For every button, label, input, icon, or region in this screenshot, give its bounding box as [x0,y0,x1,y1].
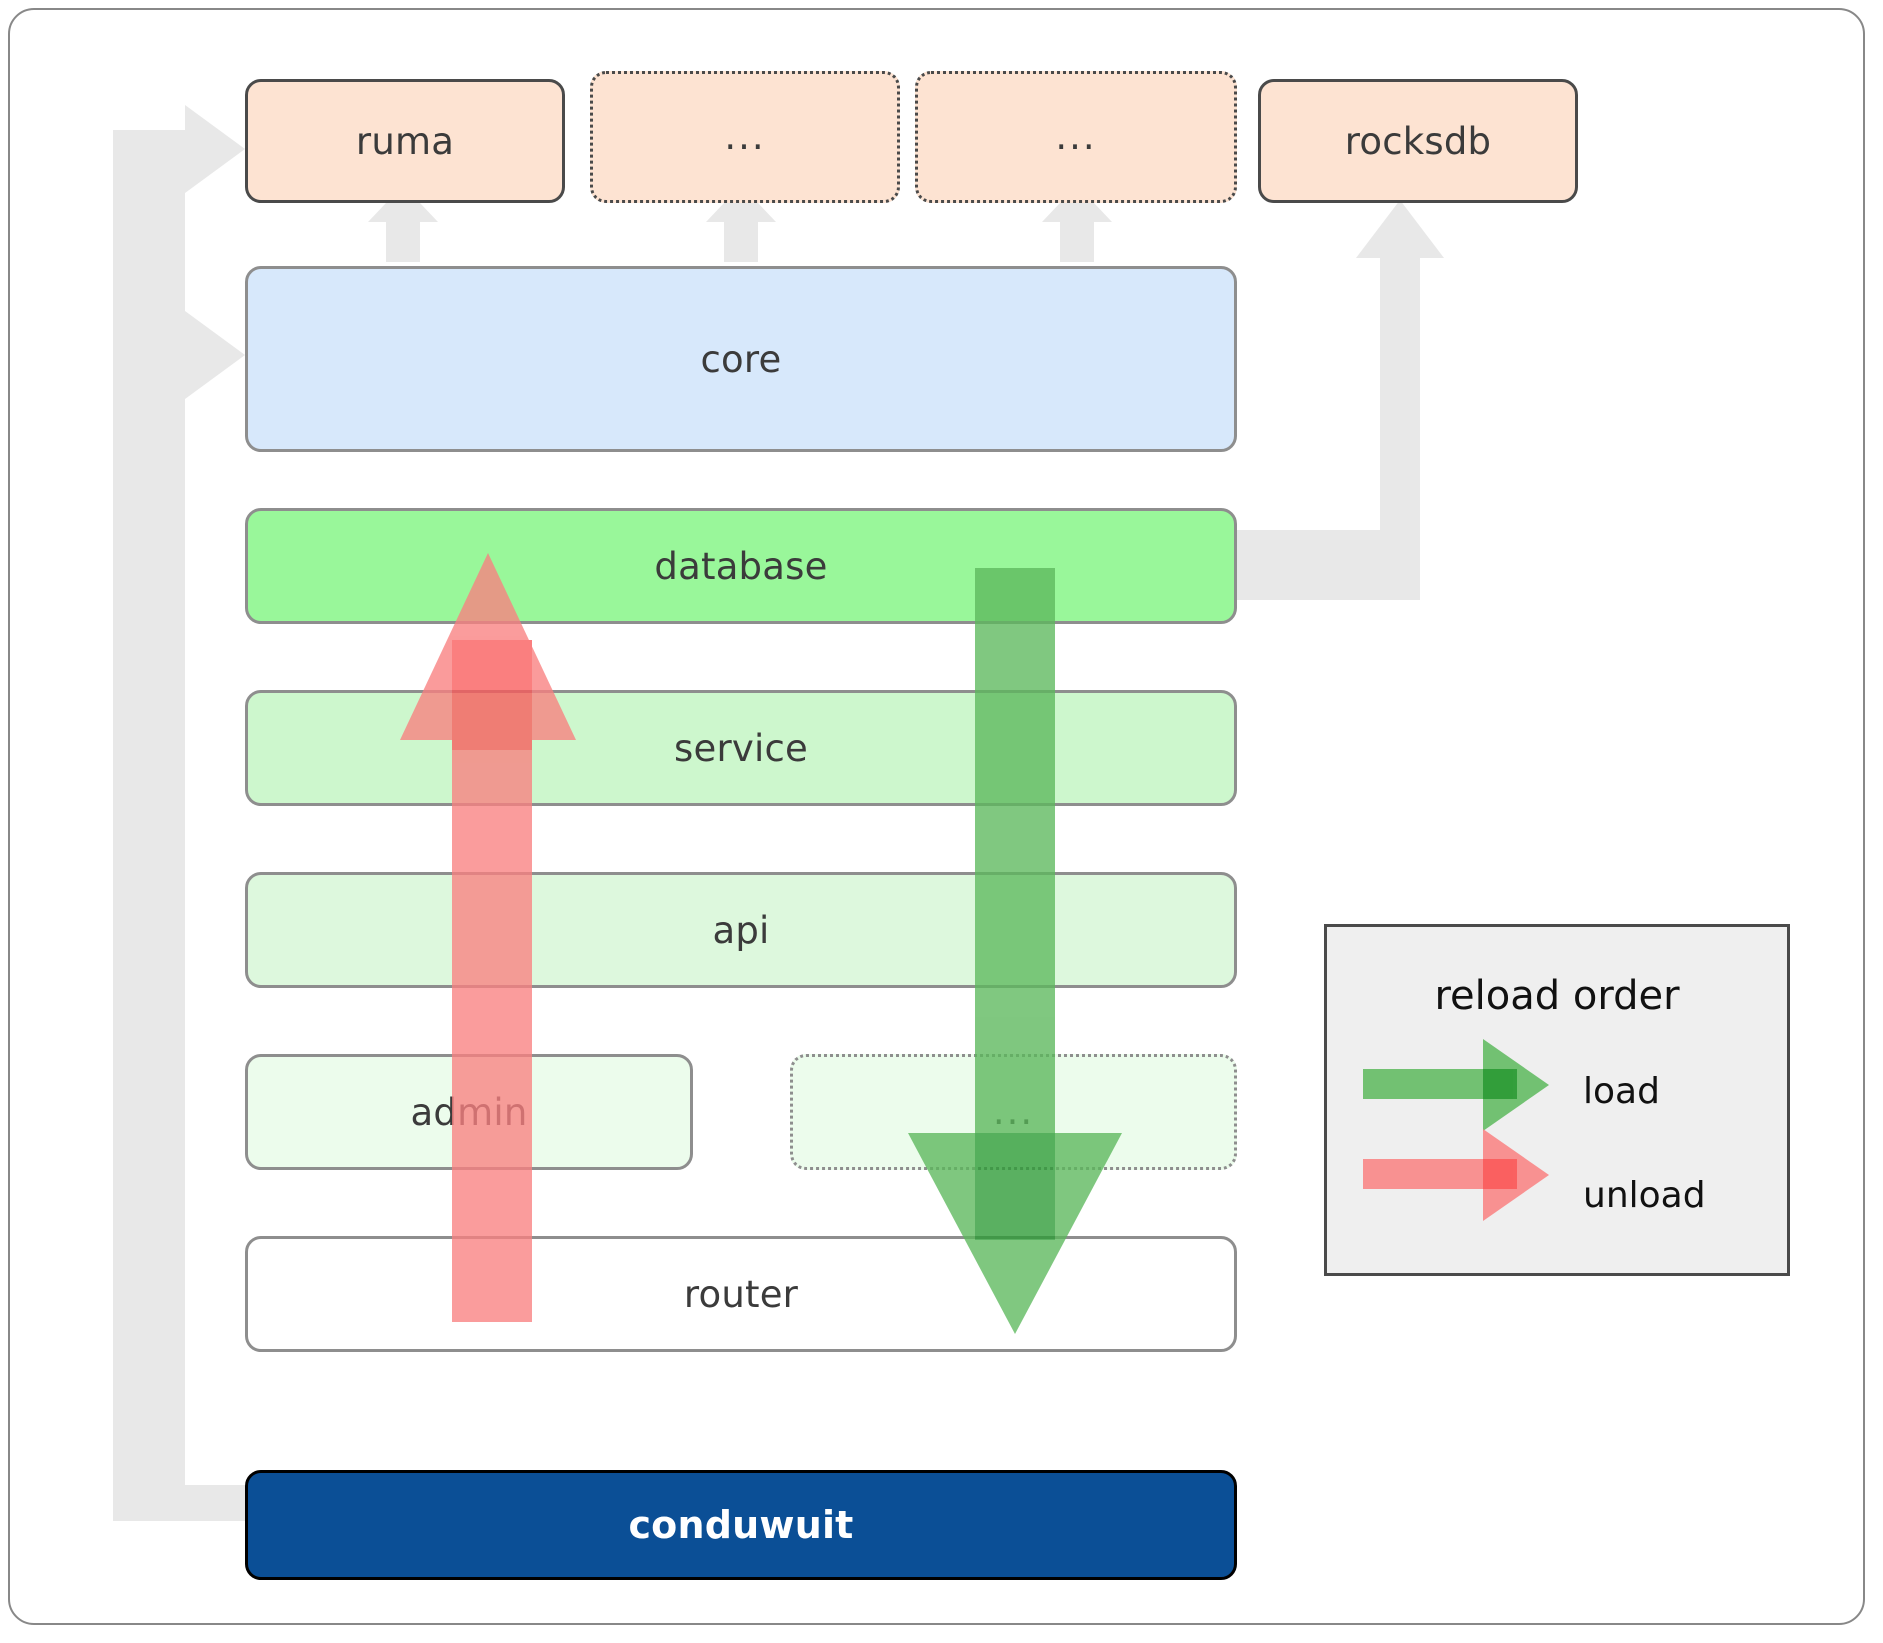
connector-conduwuit-to-ruma-and-core [113,130,185,1521]
root-box-conduwuit[interactable]: conduwuit [245,1470,1237,1580]
dependency-box-rocksdb[interactable]: rocksdb [1258,79,1578,203]
layer-label-database: database [654,544,828,588]
connector-rocksdb-vertical [1382,230,1418,566]
legend-panel: reload order load unload [1324,924,1790,1276]
layer-label-service: service [674,726,808,770]
dependency-box-ellipsis-2[interactable]: ... [915,71,1237,203]
core-box[interactable]: core [245,266,1237,452]
layer-box-api[interactable]: api [245,872,1237,988]
load-arrow-shaft [975,568,1055,1240]
layer-label-router: router [683,1272,799,1316]
legend-label-unload: unload [1583,1175,1706,1216]
dependency-label-ruma: ruma [355,119,455,163]
legend-label-load: load [1583,1071,1660,1112]
connector-core-to-ruma-up [368,185,438,262]
legend-swatch-load [1363,1039,1549,1131]
core-label: core [700,337,782,381]
connector-arrowhead-core [185,311,245,399]
legend-swatch-unload [1363,1129,1549,1221]
connector-core-to-dep2-up [1042,185,1112,262]
connector-stem-core [113,336,193,374]
legend-swatch-layer [1363,1039,1549,1221]
unload-arrow-shaft [452,640,532,1322]
legend-title: reload order [1434,973,1680,1019]
layer-label-api: api [712,908,770,952]
dependency-box-ruma[interactable]: ruma [245,79,565,203]
dependency-label-rocksdb: rocksdb [1344,119,1492,163]
load-arrow-big [908,568,1122,1334]
load-arrow-overlap [975,1133,1055,1240]
layer-box-service[interactable]: service [245,690,1237,806]
connector-arrowhead-rocksdb [1356,200,1444,258]
connector-core-to-dep1-up [706,185,776,262]
unload-arrow-overlap [452,640,532,750]
layer-box-database[interactable]: database [245,508,1237,624]
connector-stem-ruma [113,130,193,168]
root-label-conduwuit: conduwuit [628,1503,854,1547]
layer-box-router[interactable]: router [245,1236,1237,1352]
connector-database-to-rocksdb-horizontal [1220,530,1418,566]
dependency-box-ellipsis-1[interactable]: ... [590,71,900,203]
unload-arrow-big [400,553,576,1322]
connector-arrowhead-ruma [185,105,245,193]
connector-conduwuit-bottom-stub [113,1485,245,1521]
